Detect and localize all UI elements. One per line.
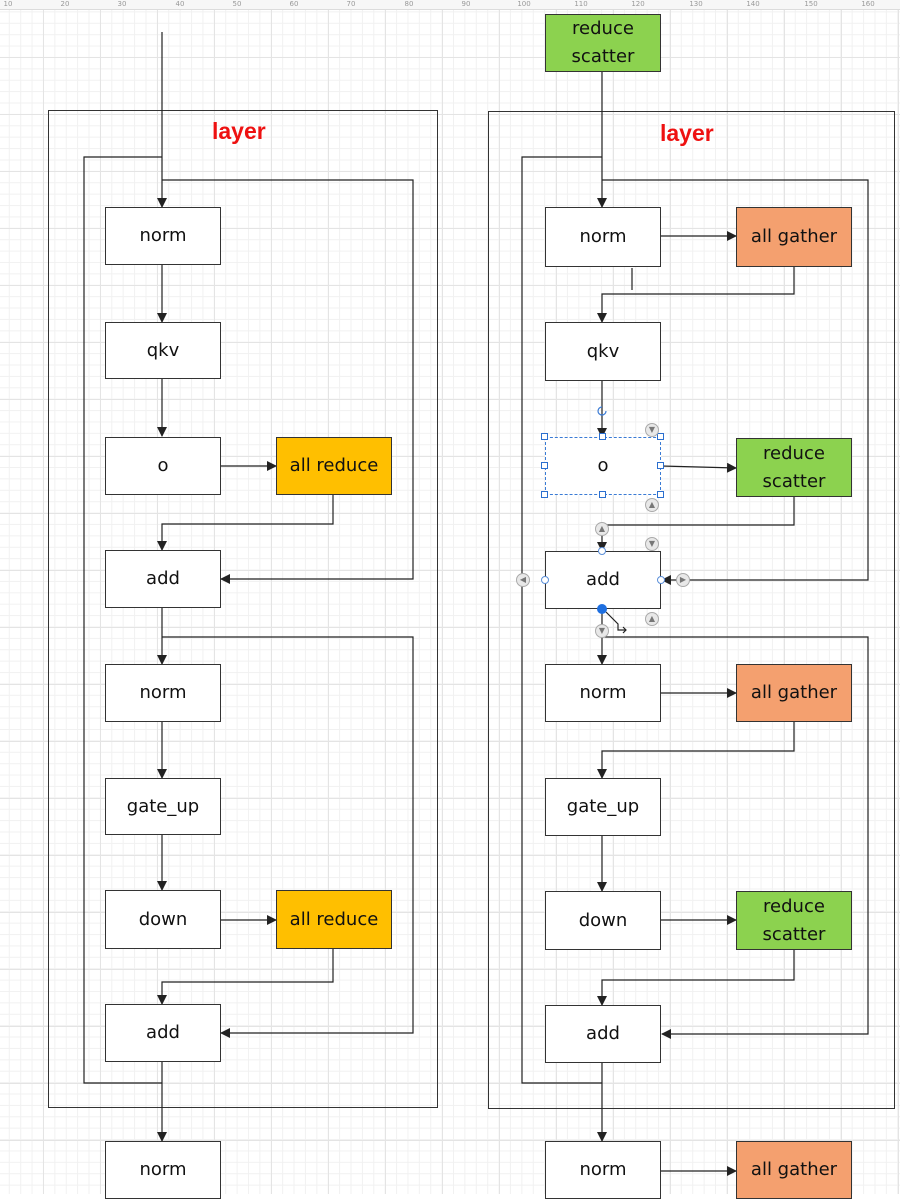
left-add-node[interactable]: add [105, 1004, 221, 1062]
left-o-node[interactable]: o [105, 437, 221, 495]
connector [597, 950, 795, 1006]
connection-point[interactable] [598, 547, 606, 555]
connector [162, 179, 414, 584]
ruler-tick: 140 [746, 0, 760, 8]
connector [597, 497, 795, 552]
quick-connect-down-icon[interactable]: ▼ [645, 537, 659, 551]
ruler-tick: 70 [346, 0, 356, 8]
ruler-tick: 160 [861, 0, 875, 8]
resize-handle-se[interactable] [657, 491, 664, 498]
ruler-tick: 90 [461, 0, 471, 8]
quick-connect-down-icon[interactable]: ▼ [595, 624, 609, 638]
right-reduce-scatter-top-node[interactable]: reduce scatter [545, 14, 661, 72]
resize-handle-s[interactable] [599, 491, 606, 498]
right-down-node[interactable]: down [545, 891, 661, 950]
connection-point[interactable] [541, 576, 549, 584]
rotate-handle-icon [597, 406, 607, 416]
connector [660, 462, 737, 473]
right-norm-node[interactable]: norm [545, 664, 661, 722]
ruler-tick: 40 [175, 0, 185, 8]
resize-handle-w[interactable] [541, 462, 548, 469]
connector [157, 495, 334, 551]
left-layer-title[interactable]: layer [212, 118, 266, 144]
left-qkv-node[interactable]: qkv [105, 322, 221, 379]
right-next-all-gather-node[interactable]: all gather [736, 1141, 852, 1199]
resize-handle-ne[interactable] [657, 433, 664, 440]
left-next-norm-node[interactable]: norm [105, 1141, 221, 1199]
connector [162, 636, 414, 1038]
quick-connect-left-icon[interactable]: ◀ [516, 573, 530, 587]
quick-connect-up-icon[interactable]: ▲ [595, 522, 609, 536]
ruler-tick: 120 [631, 0, 645, 8]
horizontal-ruler: 10 20 30 40 50 60 70 80 90 100 110 120 1… [0, 0, 900, 10]
resize-handle-n[interactable] [599, 433, 606, 440]
connector [157, 949, 334, 1005]
left-layer-frame[interactable] [48, 110, 438, 1108]
ruler-tick: 130 [689, 0, 703, 8]
right-next-norm-node[interactable]: norm [545, 1141, 661, 1199]
connection-point-active[interactable] [597, 604, 607, 614]
right-reduce-scatter-node[interactable]: reduce scatter [736, 891, 852, 950]
quick-connect-down-icon[interactable]: ▼ [645, 423, 659, 437]
right-layer-title[interactable]: layer [660, 120, 714, 146]
right-qkv-node[interactable]: qkv [545, 322, 661, 381]
left-all-reduce-node[interactable]: all reduce [276, 890, 392, 949]
ruler-tick: 100 [517, 0, 531, 8]
right-add-node[interactable]: add [545, 551, 661, 609]
ruler-tick: 20 [60, 0, 70, 8]
resize-handle-nw[interactable] [541, 433, 548, 440]
right-layer-frame[interactable] [488, 111, 895, 1109]
right-add-node[interactable]: add [545, 1005, 661, 1063]
edit-cursor-icon [605, 611, 627, 634]
right-o-node[interactable]: o [545, 437, 661, 495]
ruler-tick: 10 [3, 0, 13, 8]
left-norm-node[interactable]: norm [105, 664, 221, 722]
connector [602, 636, 869, 1039]
quick-connect-up-icon[interactable]: ▲ [645, 498, 659, 512]
left-down-node[interactable]: down [105, 890, 221, 949]
right-norm-node[interactable]: norm [545, 207, 661, 267]
quick-connect-up-icon[interactable]: ▲ [645, 612, 659, 626]
connector [602, 179, 869, 585]
ruler-tick: 80 [404, 0, 414, 8]
ruler-tick: 30 [117, 0, 127, 8]
right-all-gather-node[interactable]: all gather [736, 664, 852, 722]
left-gate-up-node[interactable]: gate_up [105, 778, 221, 835]
right-all-gather-node[interactable]: all gather [736, 207, 852, 267]
right-gate-up-node[interactable]: gate_up [545, 778, 661, 836]
resize-handle-e[interactable] [657, 462, 664, 469]
ruler-tick: 110 [574, 0, 588, 8]
connector [597, 266, 795, 323]
left-add-node[interactable]: add [105, 550, 221, 608]
left-all-reduce-node[interactable]: all reduce [276, 437, 392, 495]
ruler-tick: 60 [289, 0, 299, 8]
quick-connect-right-icon[interactable]: ▶ [676, 573, 690, 587]
left-norm-node[interactable]: norm [105, 207, 221, 265]
connector [521, 156, 602, 1084]
connection-point[interactable] [657, 576, 665, 584]
connector [597, 722, 795, 779]
resize-handle-sw[interactable] [541, 491, 548, 498]
ruler-tick: 50 [232, 0, 242, 8]
right-reduce-scatter-node[interactable]: reduce scatter [736, 438, 852, 497]
connector [83, 156, 162, 1084]
ruler-tick: 150 [804, 0, 818, 8]
